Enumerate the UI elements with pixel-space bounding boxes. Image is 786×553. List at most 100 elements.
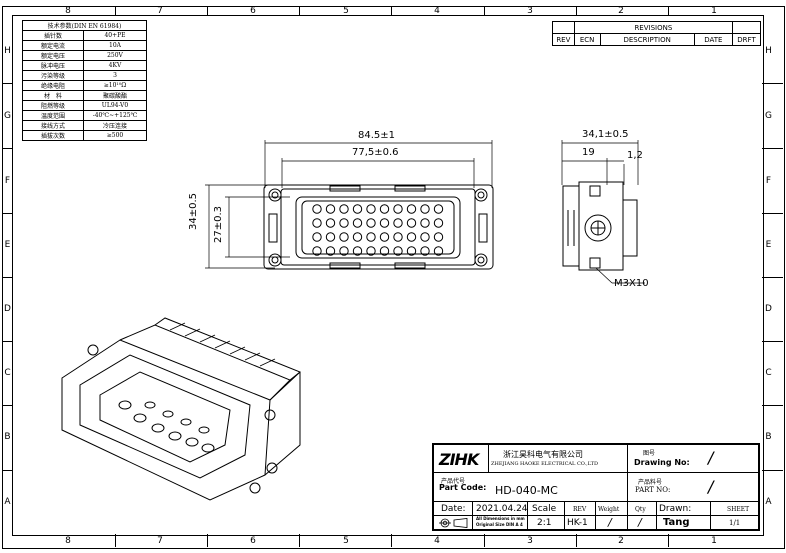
part-code-value: HD-040-MC [495, 484, 558, 497]
contact-pin [420, 232, 430, 242]
zone-divider [2, 470, 12, 471]
zone-row-label: G [765, 111, 772, 121]
side-view [561, 140, 645, 284]
sheet-label: SHEET [727, 506, 750, 513]
revisions-table: REVISIONS REV ECN DESCRIPTION DATE DRFT [552, 21, 761, 46]
zone-divider [299, 534, 300, 547]
description-header: DESCRIPTION [599, 33, 695, 46]
contact-pin [352, 218, 363, 228]
note-line1: All Dimensions in mm [476, 516, 525, 521]
projection-symbol-icon [439, 518, 468, 528]
zone-divider [2, 148, 12, 149]
contact-pin [339, 204, 349, 214]
zone-divider [668, 534, 669, 547]
zone-divider [2, 213, 12, 214]
zone-divider [207, 6, 208, 15]
zone-row-label: D [4, 304, 11, 314]
zone-column-label: 2 [618, 536, 624, 546]
zone-divider [391, 6, 392, 15]
contact-pin [406, 232, 417, 242]
contact-pin [325, 204, 336, 214]
drawing-no-cn: 图号 [643, 450, 656, 457]
zone-divider [115, 534, 116, 547]
contact-pins [312, 204, 444, 256]
zone-row-label: C [4, 368, 11, 378]
qty-value: / [638, 516, 642, 529]
zone-divider [2, 277, 12, 278]
contact-pin [366, 246, 376, 256]
contact-pin [406, 246, 417, 256]
zone-row-label: F [765, 176, 772, 186]
part-code-label: Part Code: [439, 483, 487, 492]
contact-pin [393, 246, 403, 256]
dim-width-inner: 77,5±0.6 [352, 147, 399, 158]
zone-divider [299, 6, 300, 15]
company-name-en: ZHEJIANG HAOKE ELECTRICAL CO.,LTD [491, 461, 599, 467]
contact-pin [433, 218, 444, 228]
front-view-dimensions [205, 140, 493, 269]
zone-divider [762, 470, 783, 471]
zone-row-label: E [4, 240, 11, 250]
weight-label: Weight [598, 506, 620, 513]
zone-column-label: 4 [434, 536, 440, 546]
zone-column-label: 6 [250, 6, 256, 16]
weight-value: / [608, 516, 612, 529]
scale-label: Scale [532, 504, 557, 514]
contact-pin [312, 246, 322, 256]
contact-pin [379, 232, 390, 242]
contact-pin [420, 218, 430, 228]
rev-value: HK-1 [567, 518, 588, 528]
zone-divider [576, 534, 577, 547]
scale-value: 2:1 [537, 518, 552, 528]
contact-pin [325, 246, 336, 256]
zone-divider [115, 6, 116, 15]
zone-row-label: D [765, 304, 772, 314]
rev-header: REV [552, 33, 575, 46]
isometric-view [61, 317, 301, 501]
sheet-value: 1/1 [729, 519, 741, 527]
front-view [263, 184, 494, 270]
zone-column-label: 1 [711, 6, 717, 16]
zone-row-label: H [4, 46, 11, 56]
drawn-label: Drawn: [659, 504, 692, 514]
contact-pin [420, 246, 430, 256]
qty-value-cell [627, 515, 657, 530]
rev-label: REV [573, 506, 587, 513]
contact-pin [433, 246, 444, 256]
contact-pin [312, 204, 322, 214]
zone-column-label: 7 [157, 536, 163, 546]
sheet-value-cell [710, 515, 759, 530]
drawn-value: Tang [663, 517, 690, 528]
contact-pin [366, 204, 376, 214]
zone-column-label: 8 [65, 6, 71, 16]
zone-divider [762, 83, 783, 84]
zone-divider [2, 405, 12, 406]
contact-pin [312, 218, 322, 228]
zone-divider [762, 341, 783, 342]
part-no-value: / [708, 477, 714, 496]
zone-divider [2, 83, 12, 84]
zone-column-label: 3 [527, 536, 533, 546]
contact-pin [393, 218, 403, 228]
dim-height-outer: 34±0.5 [188, 192, 199, 230]
dim-width-outer: 84.5±1 [358, 130, 396, 141]
contact-pin [433, 204, 444, 214]
zone-row-label: G [4, 111, 11, 121]
contact-pin [379, 246, 390, 256]
zone-row-label: B [765, 432, 772, 442]
company-name-cn: 浙江昊科电气有限公司 [503, 450, 583, 459]
drawing-no-label: Drawing No: [634, 458, 690, 467]
zone-column-label: 4 [434, 6, 440, 16]
zone-divider [576, 6, 577, 15]
zone-divider [391, 534, 392, 547]
contact-pin [393, 204, 403, 214]
date-value: 2021.04.24 [476, 504, 528, 514]
part-no-label: PART NO: [635, 486, 671, 494]
contact-pin [379, 204, 390, 214]
date-header: DATE [693, 33, 734, 46]
spec-row: 插拔次数≥500 [22, 130, 147, 141]
dim-screw: M3X10 [614, 278, 649, 289]
zone-row-label: A [765, 497, 772, 507]
inner-frame [12, 15, 764, 536]
